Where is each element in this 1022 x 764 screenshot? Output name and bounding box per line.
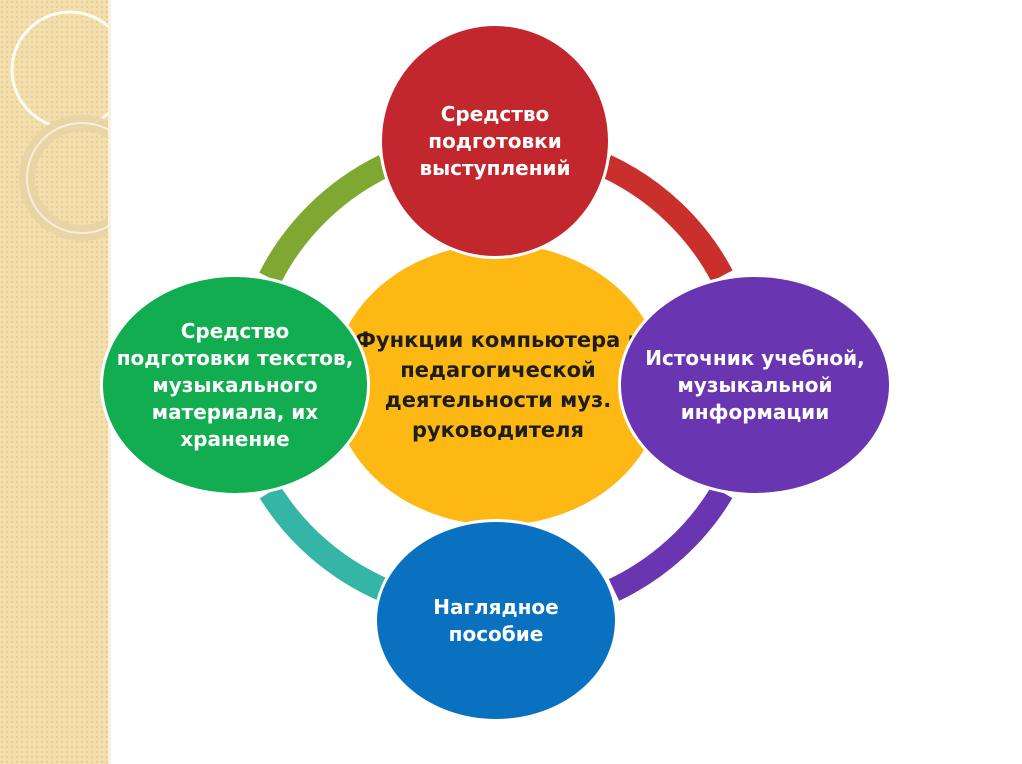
node-right-label: Источник учебной, музыкальной информации [645,345,865,424]
center-node: Функции компьютера в педагогической деят… [333,244,663,525]
node-bottom: Наглядное пособие [374,519,618,722]
decorative-rings [10,10,108,241]
arc-top-left [259,155,390,284]
arc-bottom-right [608,485,733,601]
node-bottom-label: Наглядное пособие [433,594,559,646]
node-top: Средство подготовки выступлений [379,23,611,259]
node-left-label: Средство подготовки текстов, музыкальног… [116,318,354,451]
node-right: Источник учебной, музыкальной информации [618,274,892,496]
node-top-label: Средство подготовки выступлений [419,101,571,180]
arc-top-right [600,155,733,282]
node-left: Средство подготовки текстов, музыкальног… [100,274,370,496]
center-label: Функции компьютера в педагогической деят… [355,327,641,442]
arc-bottom-left [259,485,389,602]
decorative-side-band [0,0,111,764]
